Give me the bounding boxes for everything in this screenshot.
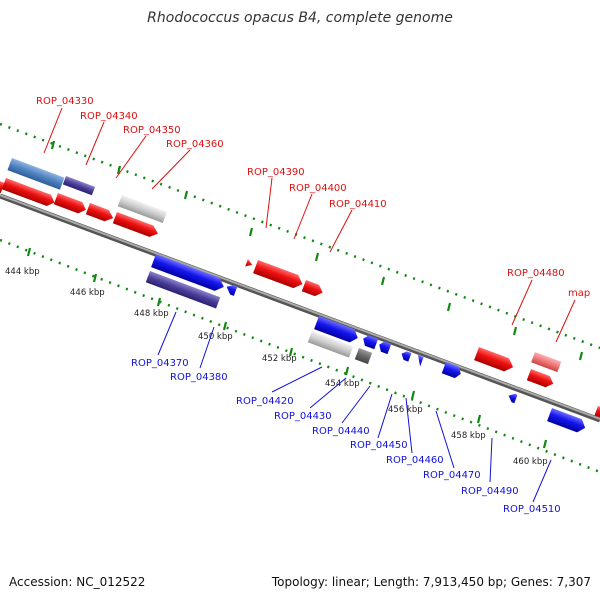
forward-leaders	[43, 107, 576, 343]
gene-arrow[interactable]	[1, 178, 57, 208]
accession-info: Accession: NC_012522	[9, 575, 146, 589]
gene-label[interactable]: ROP_04340	[80, 111, 138, 122]
gene-arrow[interactable]	[414, 355, 424, 367]
reverse-labels: ROP_04370 ROP_04380 ROP_04420 ROP_04430 …	[131, 358, 561, 515]
gene-arrow[interactable]	[526, 369, 556, 389]
gene-arrow[interactable]	[547, 408, 587, 434]
gene-label[interactable]: ROP_04410	[329, 199, 387, 210]
gene-arrow[interactable]	[441, 362, 463, 380]
kbp-labels: 444 kbp 446 kbp 448 kbp 450 kbp 452 kbp …	[5, 267, 548, 467]
gene-bar[interactable]	[145, 271, 221, 309]
gene-bar[interactable]	[62, 176, 96, 196]
gene-arrow[interactable]	[361, 334, 379, 350]
gene-label[interactable]: ROP_04400	[289, 183, 347, 194]
kbp-label: 450 kbp	[198, 332, 233, 342]
gene-arrow[interactable]	[474, 347, 515, 374]
gene-arrow[interactable]	[53, 193, 88, 215]
kbp-label: 448 kbp	[134, 309, 169, 319]
gene-arrow[interactable]	[112, 212, 160, 239]
gene-arrow[interactable]	[301, 280, 325, 298]
gene-bar[interactable]	[354, 348, 373, 365]
gene-label[interactable]: ROP_04390	[247, 167, 305, 178]
kbp-label: 454 kbp	[325, 379, 360, 389]
gene-bar[interactable]	[531, 352, 562, 373]
gene-label[interactable]: ROP_04470	[423, 470, 481, 481]
gene-label[interactable]: ROP_04440	[312, 426, 370, 437]
forward-labels: ROP_04330 ROP_04340 ROP_04350 ROP_04360 …	[36, 96, 590, 299]
gene-label[interactable]: ROP_04420	[236, 396, 294, 407]
gene-arrow[interactable]	[245, 259, 253, 269]
genome-title: Rhodococcus opacus B4, complete genome	[147, 10, 453, 26]
reverse-genes[interactable]	[145, 254, 588, 434]
gene-label[interactable]: ROP_04360	[166, 139, 224, 150]
gene-label[interactable]: ROP_04510	[503, 504, 561, 515]
gene-bar[interactable]	[117, 195, 167, 224]
gene-label[interactable]: ROP_04330	[36, 96, 94, 107]
gene-arrow[interactable]	[507, 392, 518, 404]
gene-arrow[interactable]	[314, 316, 360, 345]
kbp-label: 452 kbp	[262, 354, 297, 364]
major-ticks	[26, 140, 584, 449]
forward-genes[interactable]	[0, 158, 600, 418]
kbp-label: 458 kbp	[451, 431, 486, 441]
gene-label[interactable]: ROP_04450	[350, 440, 408, 451]
gene-arrow[interactable]	[151, 254, 226, 293]
gene-label[interactable]: ROP_04350	[123, 125, 181, 136]
gene-arrow[interactable]	[224, 283, 238, 296]
gene-arrow[interactable]	[377, 340, 392, 355]
gene-label[interactable]: ROP_04460	[386, 455, 444, 466]
gene-bar[interactable]	[7, 158, 65, 190]
gene-arrow[interactable]	[85, 203, 115, 224]
gene-arrow[interactable]	[253, 260, 305, 291]
gene-label[interactable]: map	[568, 288, 590, 299]
forward-track	[0, 122, 600, 350]
gene-arrow[interactable]	[0, 180, 5, 194]
kbp-label: 456 kbp	[388, 405, 423, 415]
gene-label[interactable]: ROP_04430	[274, 411, 332, 422]
gene-arrow[interactable]	[400, 350, 412, 362]
reverse-leaders	[157, 311, 552, 503]
gene-label[interactable]: ROP_04480	[507, 268, 565, 279]
kbp-label: 446 kbp	[70, 288, 105, 298]
kbp-label: 460 kbp	[513, 457, 548, 467]
genome-stats: Topology: linear; Length: 7,913,450 bp; …	[271, 575, 591, 589]
genome-backbone-highlight	[0, 194, 600, 420]
gene-label[interactable]: ROP_04370	[131, 358, 189, 369]
gene-label[interactable]: ROP_04490	[461, 486, 519, 497]
gene-bar[interactable]	[307, 331, 354, 358]
gene-arrow[interactable]	[594, 406, 600, 418]
gene-label[interactable]: ROP_04380	[170, 372, 228, 383]
kbp-label: 444 kbp	[5, 267, 40, 277]
